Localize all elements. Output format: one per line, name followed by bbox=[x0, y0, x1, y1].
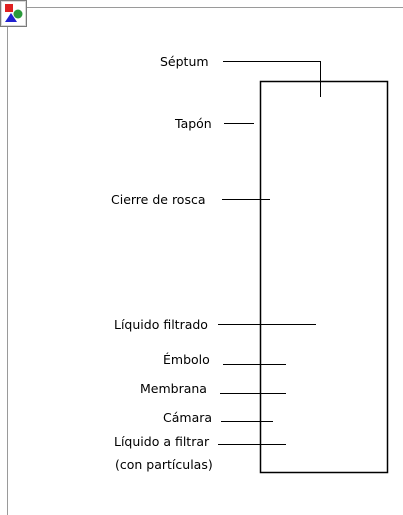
device-body bbox=[259, 80, 389, 474]
liquido-a-filtrar-label: Líquido a filtrar bbox=[114, 434, 210, 449]
septum-label: Séptum bbox=[160, 54, 209, 69]
camara-label: Cámara bbox=[163, 410, 213, 425]
con-particulas-label: (con partículas) bbox=[115, 457, 213, 472]
liquido-filtrado-label: Líquido filtrado bbox=[114, 317, 208, 332]
membrana-label: Membrana bbox=[140, 381, 207, 396]
embolo-label: Émbolo bbox=[163, 352, 210, 367]
image-placeholder-icon bbox=[0, 0, 27, 27]
cierre-label: Cierre de rosca bbox=[111, 192, 206, 207]
tapon-label: Tapón bbox=[175, 116, 212, 131]
